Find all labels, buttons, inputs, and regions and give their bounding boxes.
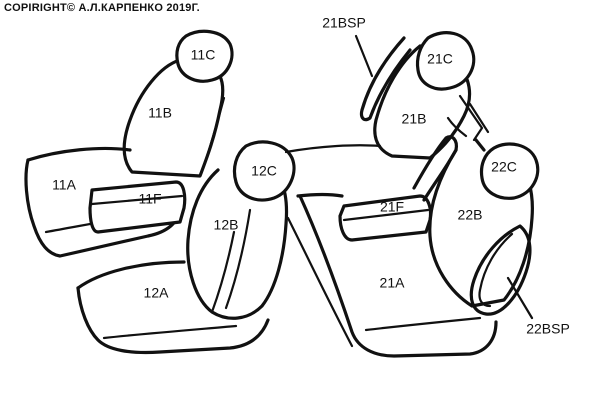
label-21BSP: 21BSP — [322, 15, 366, 31]
label-12B: 12B — [214, 217, 239, 233]
seat-12-headrest — [232, 140, 296, 202]
label-11F: 11F — [138, 191, 161, 207]
seat-11-armrest — [88, 180, 187, 234]
label-21A: 21A — [380, 275, 406, 291]
rear-left-side-panel — [359, 36, 412, 122]
rear-left-backrest — [373, 44, 472, 160]
rear-bench — [296, 31, 540, 358]
seat-11-cushion — [24, 158, 182, 258]
label-12C: 12C — [251, 163, 277, 179]
rear-cushion — [298, 194, 498, 358]
seat-11-headrest — [175, 29, 234, 83]
seat-12-cushion — [76, 286, 270, 355]
floor-line — [284, 144, 382, 154]
seat-11-backrest — [122, 58, 225, 178]
label-11A: 11A — [52, 177, 77, 193]
leader-21BSP — [354, 34, 374, 78]
rear-right-side-panel — [469, 224, 532, 316]
label-11C: 11C — [191, 47, 216, 63]
seat-11 — [24, 29, 234, 258]
rear-right-headrest — [479, 142, 540, 200]
floor-line-2 — [286, 216, 354, 348]
label-21C: 21C — [427, 51, 453, 67]
label-12A: 12A — [144, 285, 170, 301]
seat-12 — [76, 140, 296, 355]
leader-22BSP — [506, 276, 534, 320]
label-22C: 22C — [491, 159, 517, 175]
label-22BSP: 22BSP — [526, 321, 570, 337]
seat-12-backrest — [186, 168, 289, 320]
copyright-text: COPIRIGHT© А.Л.КАРПЕНКО 2019Г. — [4, 2, 200, 14]
label-21F: 21F — [380, 199, 404, 215]
label-22B: 22B — [458, 207, 483, 223]
label-11B: 11B — [148, 105, 172, 121]
rear-left-headrest — [415, 31, 476, 91]
label-21B: 21B — [402, 111, 427, 127]
